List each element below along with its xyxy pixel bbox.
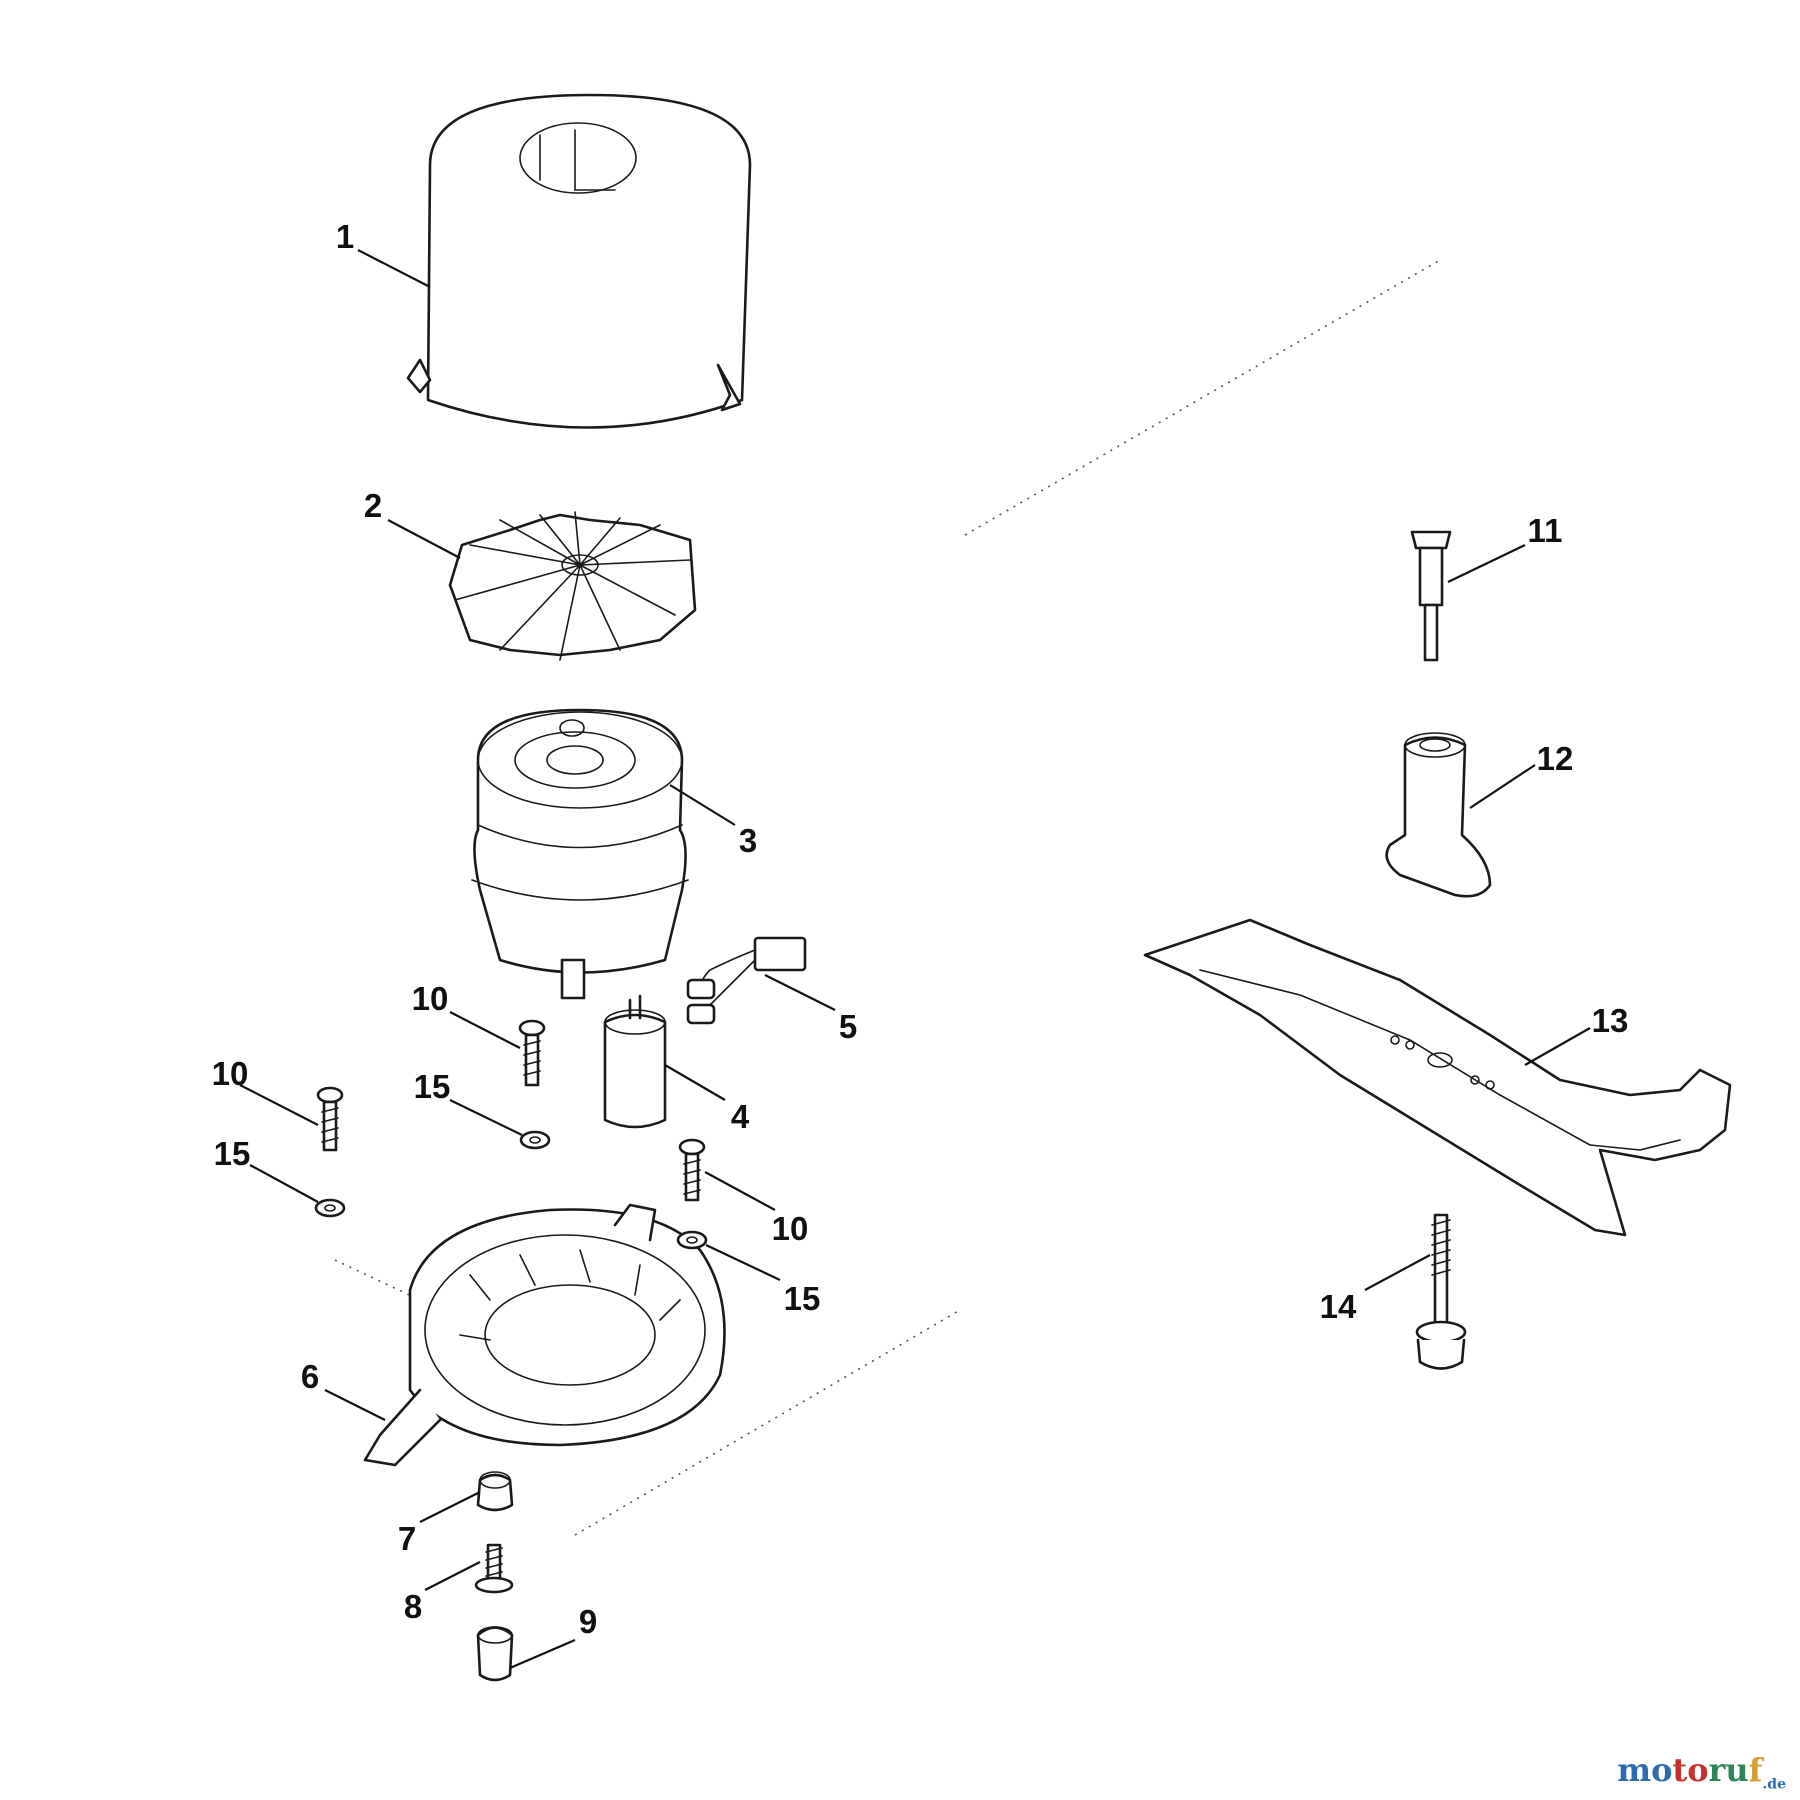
part-9-cap[interactable]	[476, 1626, 514, 1682]
callout-15c: 15	[784, 1280, 821, 1317]
callout-11: 11	[1528, 512, 1563, 549]
part-10-screw-b[interactable]	[316, 1086, 344, 1152]
callout-4: 4	[731, 1098, 750, 1135]
callout-10b: 10	[212, 1055, 249, 1092]
leader-15a	[449, 1099, 523, 1136]
leader-3	[669, 784, 736, 826]
watermark-part-b: to	[1672, 1750, 1709, 1789]
callout-1: 1	[336, 218, 354, 255]
part-10-screw-c[interactable]	[678, 1138, 706, 1202]
leader-8	[424, 1561, 481, 1591]
leader-6	[324, 1389, 386, 1421]
watermark-suffix: .de	[1762, 1776, 1786, 1792]
part-5-wire-connector[interactable]	[686, 936, 807, 1025]
callout-7: 7	[398, 1520, 416, 1557]
callout-14: 14	[1320, 1288, 1357, 1325]
part-6-base-plate[interactable]	[363, 1203, 726, 1467]
part-12-adapter[interactable]	[1385, 732, 1492, 898]
leader-2	[387, 519, 461, 559]
part-14-blade-bolt[interactable]	[1415, 1213, 1467, 1370]
callout-3: 3	[739, 822, 757, 859]
leader-10b	[239, 1084, 319, 1126]
leader-10c	[704, 1171, 776, 1211]
watermark-part-a: mo	[1617, 1750, 1673, 1789]
leader-14	[1364, 1254, 1431, 1291]
callout-6: 6	[301, 1358, 319, 1395]
leader-7	[419, 1491, 481, 1523]
part-3-electric-motor[interactable]	[471, 708, 689, 1000]
leader-4	[664, 1064, 726, 1101]
callout-15b: 15	[214, 1135, 251, 1172]
leader-9	[509, 1638, 576, 1670]
leader-12	[1469, 764, 1536, 809]
axis-line-base	[334, 1259, 421, 1301]
part-2-fan[interactable]	[448, 511, 697, 661]
watermark-part-d: f	[1748, 1750, 1763, 1789]
part-13-blade[interactable]	[1143, 918, 1732, 1237]
leader-13	[1524, 1027, 1591, 1066]
part-7-bushing[interactable]	[476, 1471, 514, 1512]
callout-10c: 10	[772, 1210, 809, 1247]
callout-2: 2	[364, 487, 382, 524]
part-8-screw[interactable]	[474, 1543, 514, 1594]
callout-10a: 10	[412, 980, 449, 1017]
callout-9: 9	[579, 1603, 597, 1640]
part-10-screw-a[interactable]	[518, 1019, 546, 1087]
part-1-motor-cover[interactable]	[406, 93, 752, 429]
part-15-washer-c[interactable]	[676, 1230, 708, 1250]
leader-11	[1447, 544, 1526, 583]
leader-15c	[705, 1244, 781, 1281]
leader-1	[357, 249, 431, 288]
watermark-part-c: ru	[1708, 1750, 1749, 1789]
leader-5	[764, 974, 836, 1011]
callout-8: 8	[404, 1588, 422, 1625]
part-11-pin[interactable]	[1410, 530, 1452, 662]
leader-10a	[449, 1011, 521, 1049]
part-15-washer-a[interactable]	[519, 1130, 551, 1150]
part-15-washer-b[interactable]	[314, 1198, 346, 1218]
callout-12: 12	[1537, 740, 1574, 777]
callout-5: 5	[839, 1008, 857, 1045]
callout-15a: 15	[414, 1068, 451, 1105]
callout-13: 13	[1592, 1002, 1629, 1039]
leader-15b	[249, 1164, 319, 1203]
part-4-capacitor[interactable]	[603, 994, 667, 1129]
axis-line-top	[964, 259, 1441, 536]
motoruf-watermark: motoruf.de	[1617, 1751, 1786, 1792]
